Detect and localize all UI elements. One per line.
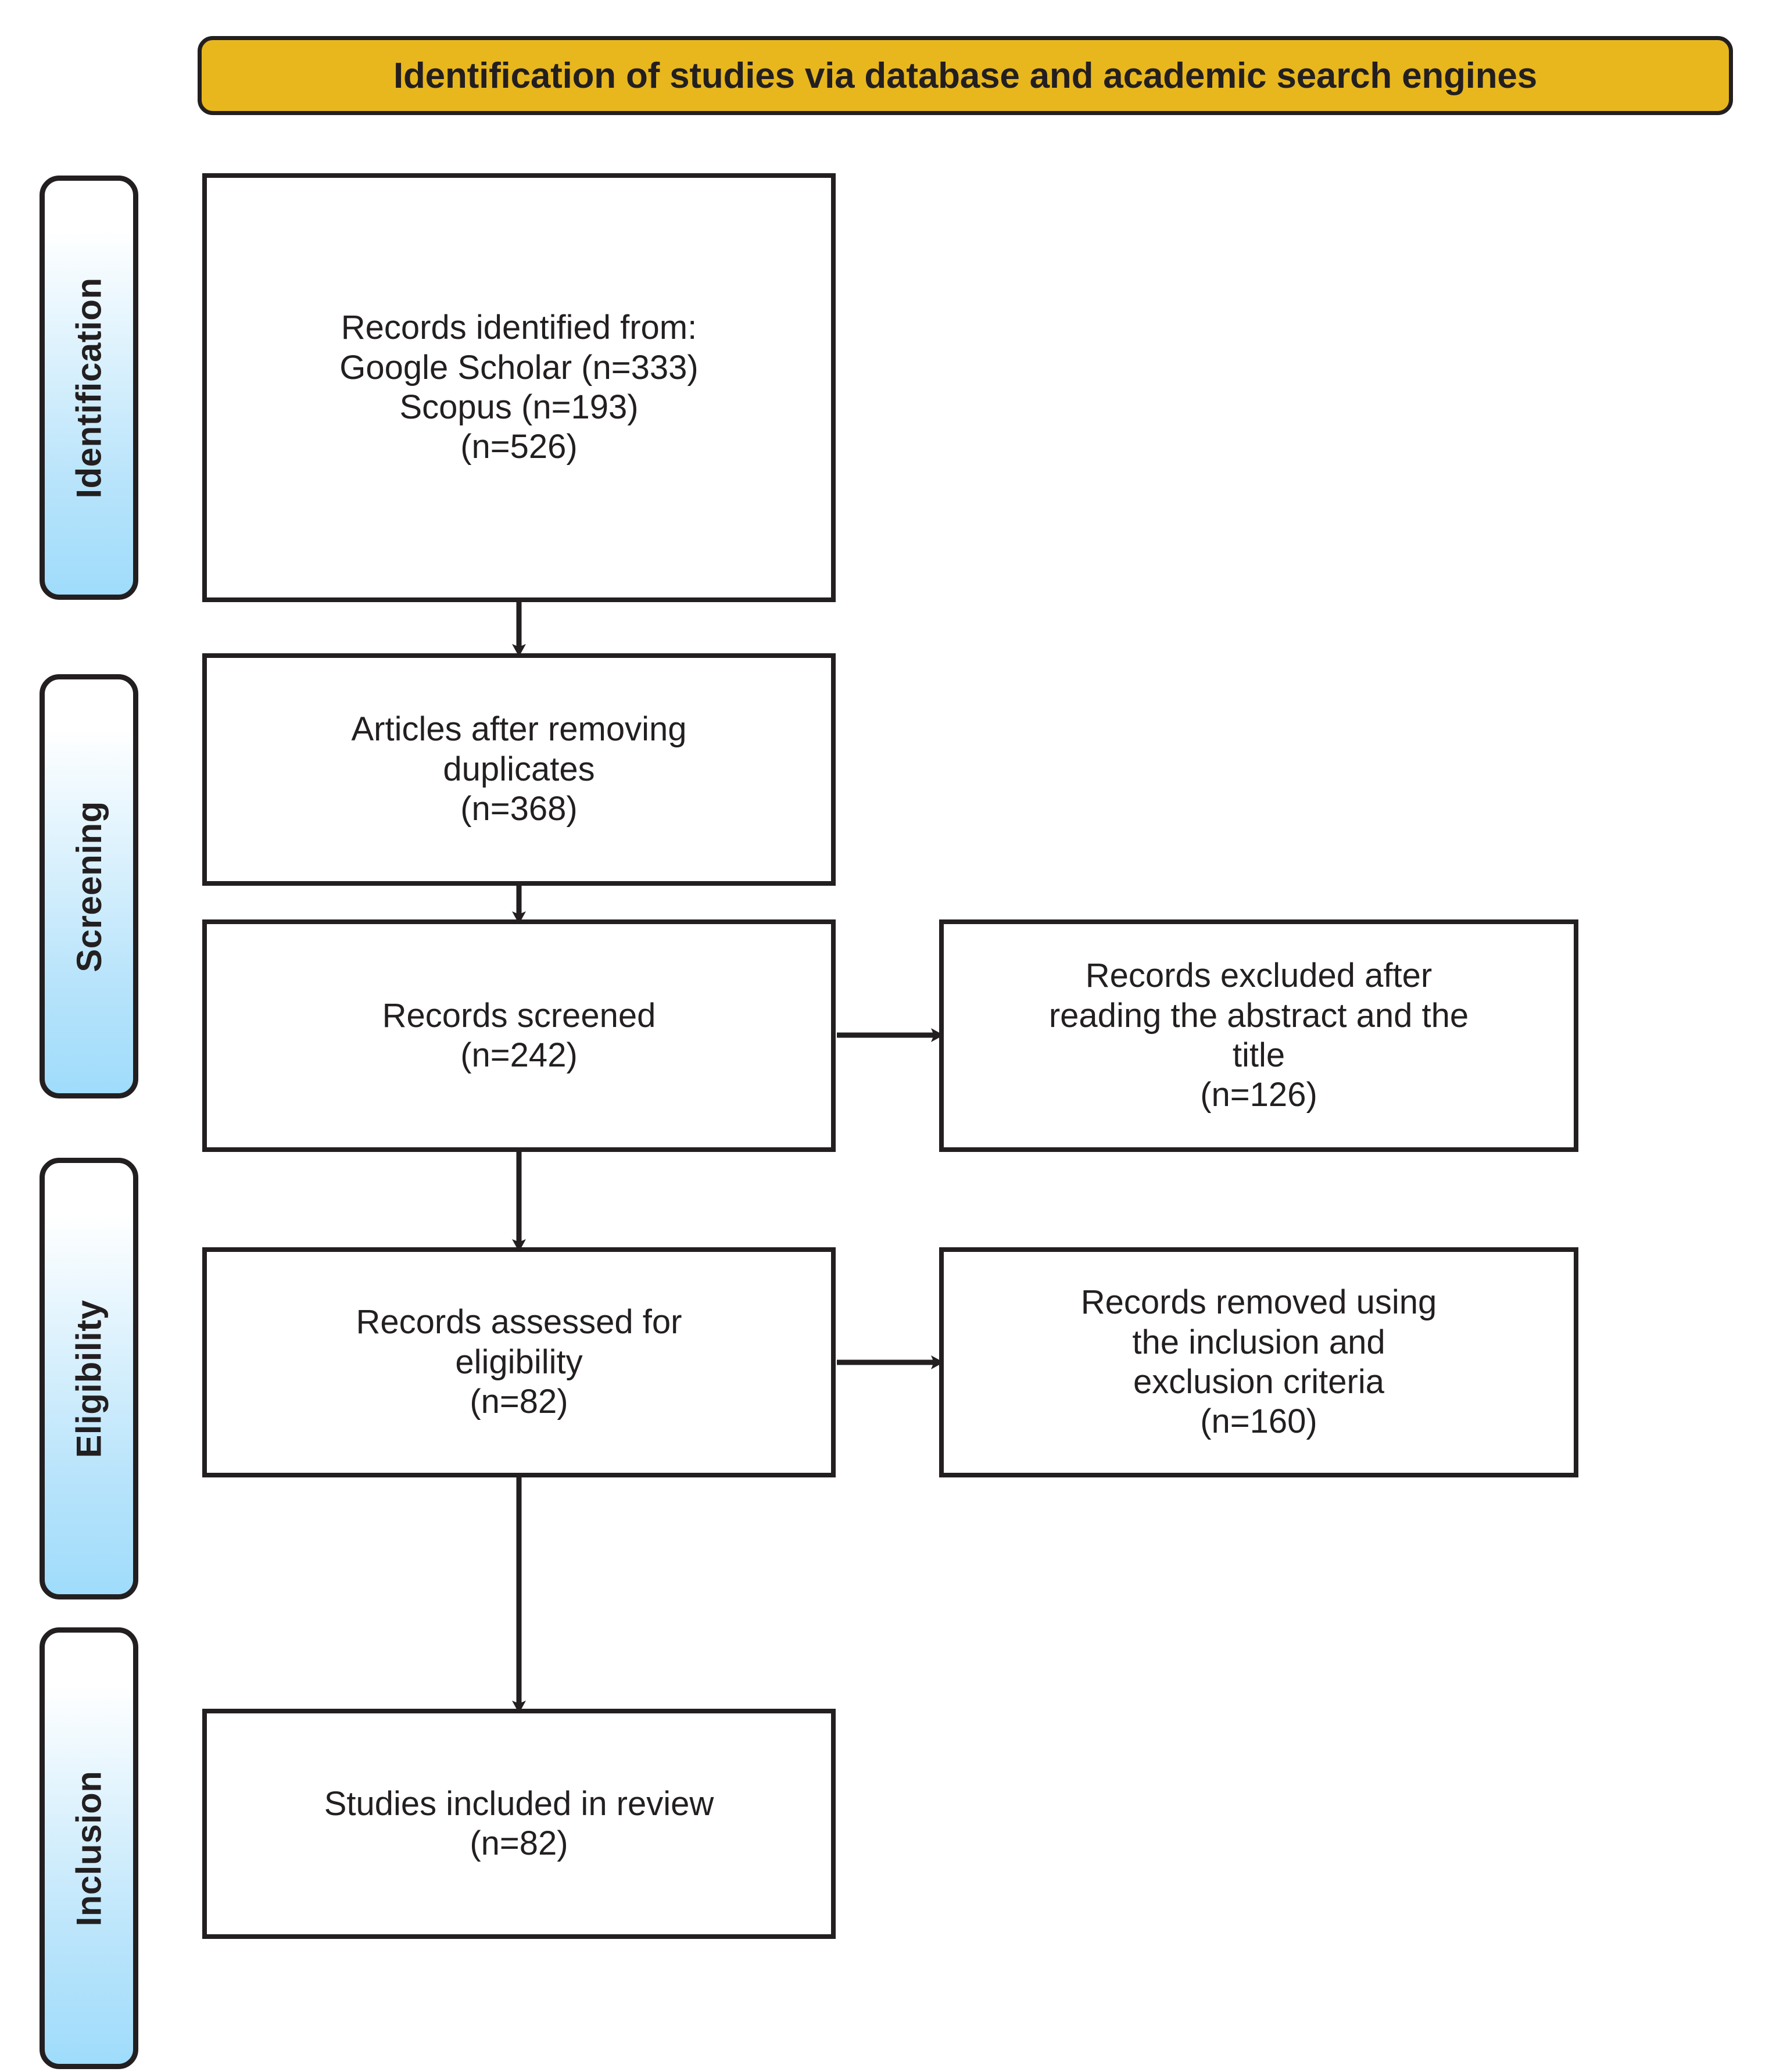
flow-box-articles-after-removing-duplicates-text: Articles after removing duplicates (n=36… — [351, 710, 687, 828]
flow-box-records-screened-text: Records screened (n=242) — [382, 996, 656, 1074]
flow-box-records-excluded-title-abstract-text: Records excluded after reading the abstr… — [1048, 957, 1469, 1114]
flow-box-records-assessed-for-eligibility-text: Records assessed for eligibility (n=82) — [356, 1303, 682, 1421]
flow-box-studies-included-in-review-text: Studies included in review (n=82) — [324, 1784, 714, 1862]
diagram-title-banner: Identification of studies via database a… — [198, 36, 1733, 115]
phase-tab-inclusion: Inclusion — [40, 1627, 138, 2069]
flow-box-articles-after-removing-duplicates: Articles after removing duplicates (n=36… — [202, 653, 836, 886]
flow-box-records-removed-criteria-text: Records removed using the inclusion and … — [1080, 1283, 1437, 1441]
phase-tab-eligibility: Eligibility — [40, 1158, 138, 1599]
flow-box-records-excluded-title-abstract: Records excluded after reading the abstr… — [939, 919, 1578, 1152]
phase-tab-screening: Screening — [40, 674, 138, 1098]
flow-box-records-screened: Records screened (n=242) — [202, 919, 836, 1152]
phase-tab-eligibility-label: Eligibility — [69, 1299, 109, 1458]
flow-box-records-identified-text: Records identified from: Google Scholar … — [339, 309, 699, 466]
flow-box-records-identified: Records identified from: Google Scholar … — [202, 173, 836, 602]
phase-tab-inclusion-label: Inclusion — [69, 1770, 109, 1926]
phase-tab-screening-label: Screening — [69, 800, 109, 972]
flow-box-records-removed-criteria: Records removed using the inclusion and … — [939, 1247, 1578, 1477]
phase-tab-identification-label: Identification — [69, 277, 109, 499]
phase-tab-identification: Identification — [40, 176, 138, 600]
flow-box-records-assessed-for-eligibility: Records assessed for eligibility (n=82) — [202, 1247, 836, 1477]
diagram-title-text: Identification of studies via database a… — [393, 55, 1537, 96]
flow-box-studies-included-in-review: Studies included in review (n=82) — [202, 1709, 836, 1939]
